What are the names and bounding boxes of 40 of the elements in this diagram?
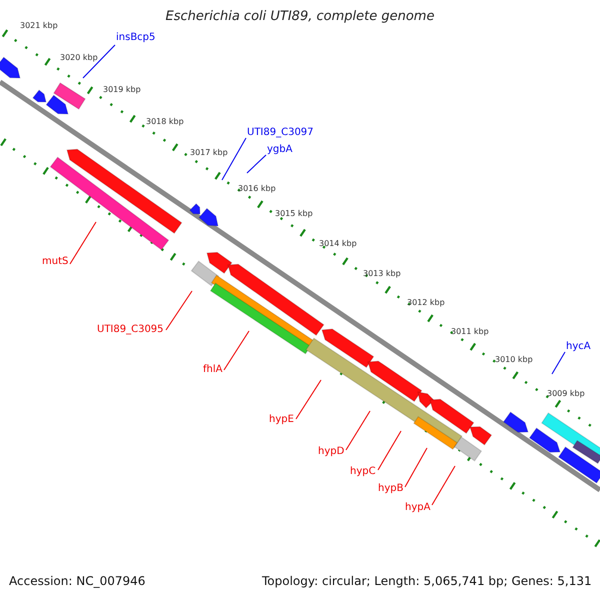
gene-label: insBcp5 [116,32,156,43]
scale-label: 3009 kbp [547,390,585,399]
gene-label: mutS [42,256,68,267]
gene-label: hypA [405,502,430,513]
scale-label: 3018 kbp [146,118,184,127]
scale-label: 3013 kbp [363,270,401,279]
scale-label: 3019 kbp [103,86,141,95]
gene-label: hypD [318,446,344,457]
scale-label: 3011 kbp [451,328,489,337]
gene-label: UTI89_C3095 [97,324,164,335]
leader-line [70,222,96,264]
leader-line [404,448,428,488]
leader-line [166,290,192,330]
gene-label: UTI89_C3097 [247,127,314,138]
leader-line [82,44,116,78]
leader-line [432,466,456,506]
gene-label: hypC [350,466,376,477]
leader-line [346,410,370,450]
accession-text: Accession: NC_007946 [9,575,146,588]
gene-label: hycA [566,341,591,352]
scale-label: 3012 kbp [407,299,445,308]
leader-line [224,330,250,370]
scale-label: 3015 kbp [275,210,313,219]
scale-label: 3017 kbp [190,149,228,158]
gene-label: hypB [378,483,404,494]
diagram-title: Escherichia coli UTI89, complete genome [166,10,434,24]
gene-label: ygbA [267,144,292,155]
scale-label: 3010 kbp [495,356,533,365]
gene-label: fhlA [203,364,222,375]
scale-label: 3014 kbp [319,240,357,249]
genome-info-text: Topology: circular; Length: 5,065,741 bp; Genes: 5,131 [262,575,592,588]
scale-label: 3016 kbp [238,185,276,194]
leader-line [222,138,246,180]
leader-line [378,430,402,470]
leader-line [246,154,266,174]
leader-line [552,352,566,374]
scale-label: 3020 kbp [60,54,98,63]
gene-label: hypE [269,414,294,425]
scale-label: 3021 kbp [20,22,58,31]
leader-line [296,380,322,420]
